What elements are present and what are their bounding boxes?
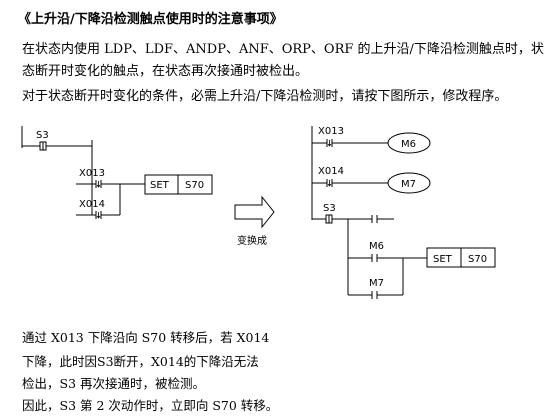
right-s70-label: S70 (468, 254, 487, 265)
right-m7-coil-label: M7 (401, 179, 416, 190)
footnote-line2: 下降，此时因S3断开，X014的下降沿无法 (22, 354, 259, 369)
left-s3-label: S3 (36, 130, 49, 141)
para2-line1: 对于状态断开时变化的条件，必需上升沿/下降沿检测时，请按下图所示，修改程序。 (22, 89, 508, 104)
right-m6-coil-label: M6 (401, 139, 416, 150)
left-set-label: SET (150, 180, 170, 191)
page-title: 《上升沿/下降沿检测触点使用时的注意事项》 (18, 12, 283, 27)
footnote-line3: 检出，S3 再次接通时，被检测。 (22, 376, 205, 391)
right-m6-coil (387, 132, 431, 154)
left-s70-label: S70 (185, 180, 204, 191)
footnote-line4: 因此，S3 第 2 次动作时，立即向 S70 转移。 (22, 398, 279, 413)
right-x013-label: X013 (318, 126, 344, 137)
right-s3-label: S3 (323, 203, 336, 214)
right-m6-contact-label: M6 (369, 241, 384, 252)
right-m7-contact-label: M7 (369, 278, 384, 289)
para1-line2: 态断开时变化的触点，在状态再次接通时被检出。 (22, 64, 309, 79)
right-set-label: SET (433, 254, 453, 265)
right-x014-label: X014 (318, 166, 344, 177)
arrow-label: 变换成 (237, 234, 267, 247)
right-m7-coil (387, 172, 431, 194)
left-x013-label: X013 (79, 168, 105, 179)
footnote-line1: 通过 X013 下降沿向 S70 转移后，若 X014 (22, 330, 270, 345)
para1-line1: 在状态内使用 LDP、LDF、ANDP、ANF、ORP、ORF 的上升沿/下降沿… (22, 42, 544, 57)
transform-arrow-icon (234, 195, 275, 229)
left-x014-label: X014 (79, 199, 105, 210)
